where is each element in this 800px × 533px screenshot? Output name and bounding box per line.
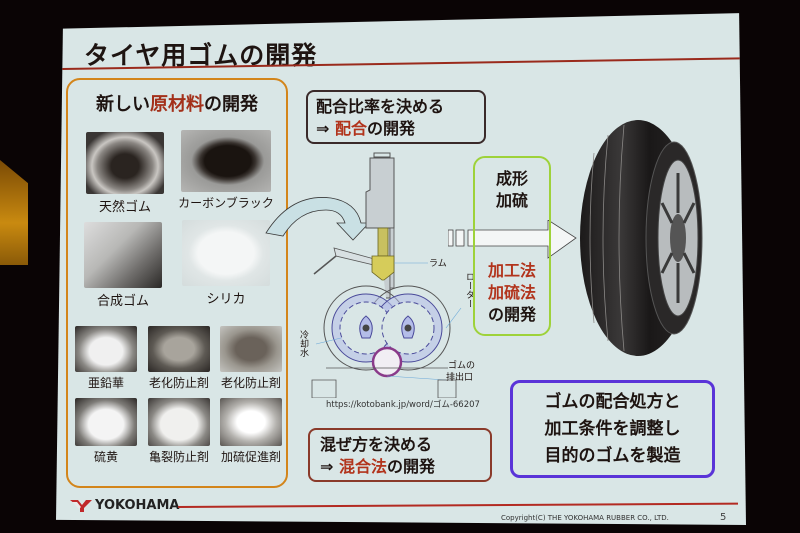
mixing-line2: ⇒ 混合法の開発 [320,456,480,478]
banbury-mixer-diagram: ラム ローター 冷却水 ゴムの 排出口 https://kotobank.jp/… [296,148,516,410]
material-sulfur: 硫黄 [72,398,140,465]
cooling-water-label: 冷却水 [298,330,308,357]
material-silica: シリカ [174,220,278,307]
yokohama-logo-icon [70,499,92,512]
vulcanizing-label: 加硫 [495,191,528,210]
result-line3: 目的のゴムを製造 [544,446,681,466]
compounding-line2: ⇒ 配合の開発 [316,118,476,140]
arrow-symbol: ⇒ [316,119,335,138]
presentation-slide: タイヤ用ゴムの開発 新しい原材料の開発 天然ゴム カーボンブラック 合成ゴム シ… [56,13,746,525]
material-natural-rubber: 天然ゴム [80,132,170,215]
material-label: カーボンブラック [178,196,274,210]
outlet-label-1: ゴムの [448,361,476,371]
compounding-accent: 配合 [334,119,367,138]
copyright-text: Copyright(C) THE YOKOHAMA RUBBER CO., LT… [501,514,669,522]
outlet-label-2: 排出口 [446,373,474,383]
natural-rubber-photo [86,132,164,194]
arrow-symbol: ⇒ [320,457,339,476]
raw-materials-panel: 新しい原材料の開発 天然ゴム カーボンブラック 合成ゴム シリカ 亜鉛華 [66,78,288,488]
sulfur-photo [75,398,137,446]
silica-photo [182,220,270,286]
vulcanization-box: 成形 加硫 加工法 加硫法 の開発 [473,156,551,336]
result-box: ゴムの配合処方と 加工条件を調整し 目的のゴムを製造 [510,380,715,478]
source-url: https://kotobank.jp/word/ゴム-66207 [326,400,480,410]
result-line1: ゴムの配合処方と [544,392,681,412]
antioxidant-1-photo [148,326,210,372]
material-label: シリカ [206,292,246,307]
material-label: 硫黄 [93,450,118,464]
material-zinc-oxide: 亜鉛華 [72,326,140,391]
vulcanization-top: 成形 加硫 [475,168,549,212]
wall-light [0,160,28,265]
result-line2: 加工条件を調整し [544,419,681,439]
mixing-suffix: の開発 [387,457,436,476]
antioxidant-2-photo [220,326,282,372]
compounding-suffix: の開発 [367,119,416,138]
material-anti-crack: 亀裂防止剤 [144,398,214,465]
material-synthetic-rubber: 合成ゴム [78,222,168,309]
ram-label: ラム [429,259,447,269]
title-suffix: の開発 [204,94,258,115]
logo-text: YOKOHAMA [95,498,180,513]
development-label: の開発 [487,305,536,324]
material-label: 老化防止剤 [148,376,209,390]
material-label: 合成ゴム [96,294,149,309]
material-label: 亜鉛華 [87,376,124,390]
material-label: 老化防止剤 [220,376,281,390]
page-number: 5 [720,512,727,523]
vulcanization-method-label: 加硫法 [487,283,536,302]
title-accent: 原材料 [150,94,204,115]
compounding-box: 配合比率を決める ⇒ 配合の開発 [306,90,486,144]
yokohama-logo: YOKOHAMA [70,498,179,513]
raw-materials-title: 新しい原材料の開発 [68,90,286,116]
mixing-line1: 混ぜ方を決める [320,435,433,454]
mixing-accent: 混合法 [338,457,387,476]
material-carbon-black: カーボンブラック [174,130,278,211]
accelerator-photo [220,398,282,446]
curved-arrow-icon [265,197,370,241]
vulcanization-bottom: 加工法 加硫法 の開発 [475,260,549,326]
mixing-box: 混ぜ方を決める ⇒ 混合法の開発 [308,428,492,482]
molding-label: 成形 [495,169,528,188]
synthetic-rubber-photo [84,222,162,288]
tire-image [580,120,703,356]
material-label: 加硫促進剤 [220,450,281,464]
title-prefix: 新しい [96,94,150,115]
carbon-black-photo [181,130,271,192]
material-antioxidant-2: 老化防止剤 [216,326,286,391]
material-accelerator: 加硫促進剤 [216,398,286,465]
material-antioxidant-1: 老化防止剤 [144,326,214,391]
compounding-line1: 配合比率を決める [316,97,445,116]
rotor-label: ローター [464,272,474,308]
zinc-oxide-photo [75,326,137,372]
processing-method-label: 加工法 [487,261,536,280]
anti-crack-photo [148,398,210,446]
footer-divider [177,502,738,508]
material-label: 亀裂防止剤 [148,450,209,464]
mixer-schematic-icon [311,152,462,399]
material-label: 天然ゴム [98,200,151,215]
